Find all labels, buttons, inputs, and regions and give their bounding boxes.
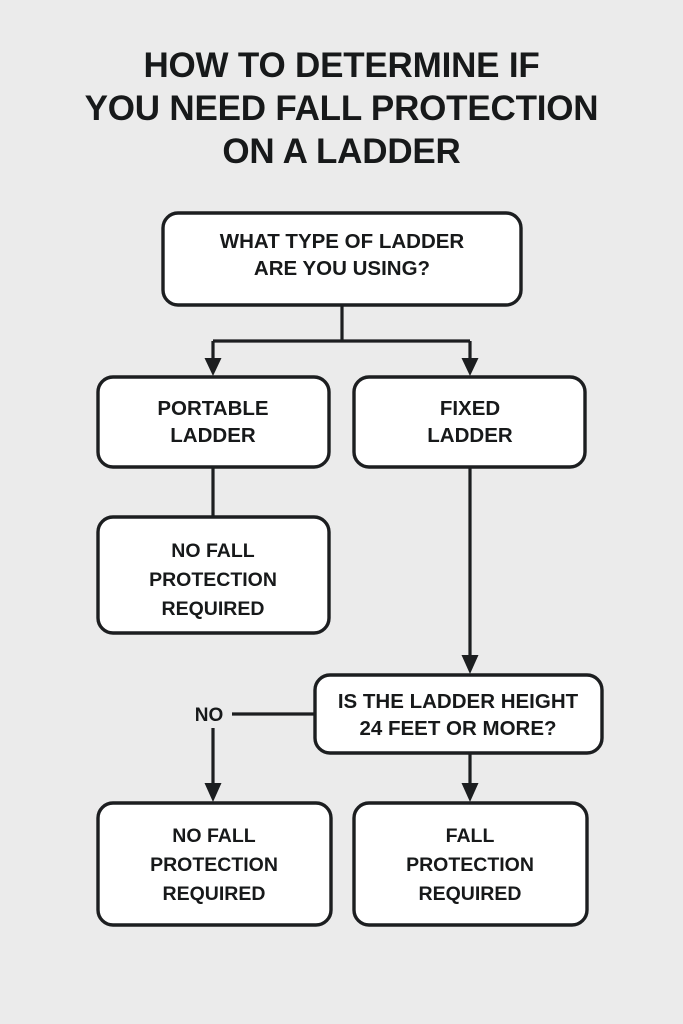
node-start-question-shape[interactable] xyxy=(161,211,523,307)
node-fixed-ladder-line-1: FIXED xyxy=(440,397,500,420)
node-height-no-outcome-line-3: REQUIRED xyxy=(163,883,266,905)
node-height-no-outcome-shape[interactable] xyxy=(96,801,333,927)
connector-height-question-yes xyxy=(461,753,479,802)
connector-fixed-to-height-question xyxy=(461,467,479,674)
node-height-question[interactable]: IS THE LADDER HEIGHT 24 FEET OR MORE? xyxy=(313,673,604,755)
node-portable-ladder-line-1: PORTABLE xyxy=(157,397,268,420)
node-height-no-outcome[interactable]: NO FALL PROTECTION REQUIRED xyxy=(96,801,333,927)
node-height-no-outcome-line-1: NO FALL xyxy=(172,825,255,847)
node-height-no-outcome-line-2: PROTECTION xyxy=(150,854,278,876)
node-portable-ladder-line-2: LADDER xyxy=(170,424,256,447)
arrow-head-to-yes-outcome xyxy=(461,783,479,802)
arrow-head-to-portable xyxy=(204,358,222,376)
node-start-question-line-1: WHAT TYPE OF LADDER xyxy=(220,230,465,253)
node-start-question-line-2: ARE YOU USING? xyxy=(254,257,430,280)
node-height-yes-outcome[interactable]: FALL PROTECTION REQUIRED xyxy=(352,801,589,927)
node-height-yes-outcome-line-1: FALL xyxy=(446,825,495,847)
node-portable-ladder-shape[interactable] xyxy=(96,375,331,469)
node-fixed-ladder-line-2: LADDER xyxy=(427,424,513,447)
arrow-head-to-height-question xyxy=(461,655,479,674)
node-portable-outcome-shape[interactable] xyxy=(96,515,331,635)
node-fixed-ladder[interactable]: FIXED LADDER xyxy=(352,375,587,469)
connector-start-to-branch xyxy=(204,305,479,376)
connector-height-question-no xyxy=(204,712,315,802)
node-height-yes-outcome-shape[interactable] xyxy=(352,801,589,927)
page-title: HOW TO DETERMINE IF YOU NEED FALL PROTEC… xyxy=(0,44,683,173)
node-height-question-shape[interactable] xyxy=(313,673,604,755)
edge-label-no: NO xyxy=(195,705,224,726)
node-portable-outcome[interactable]: NO FALL PROTECTION REQUIRED xyxy=(96,515,331,635)
page-title-line-2: YOU NEED FALL PROTECTION xyxy=(84,89,599,128)
node-start-question[interactable]: WHAT TYPE OF LADDER ARE YOU USING? xyxy=(161,211,523,307)
node-height-question-line-2: 24 FEET OR MORE? xyxy=(359,717,556,740)
node-height-yes-outcome-line-3: REQUIRED xyxy=(419,883,522,905)
arrow-head-to-fixed xyxy=(461,358,479,376)
node-portable-outcome-line-1: NO FALL xyxy=(171,540,254,562)
arrow-head-to-no-outcome xyxy=(204,783,222,802)
node-portable-ladder[interactable]: PORTABLE LADDER xyxy=(96,375,331,469)
node-height-yes-outcome-line-2: PROTECTION xyxy=(406,854,534,876)
node-height-question-line-1: IS THE LADDER HEIGHT xyxy=(338,690,579,713)
page-title-line-1: HOW TO DETERMINE IF xyxy=(143,46,540,85)
page-title-line-3: ON A LADDER xyxy=(222,132,461,171)
node-fixed-ladder-shape[interactable] xyxy=(352,375,587,469)
node-portable-outcome-line-2: PROTECTION xyxy=(149,569,277,591)
node-portable-outcome-line-3: REQUIRED xyxy=(162,598,265,620)
